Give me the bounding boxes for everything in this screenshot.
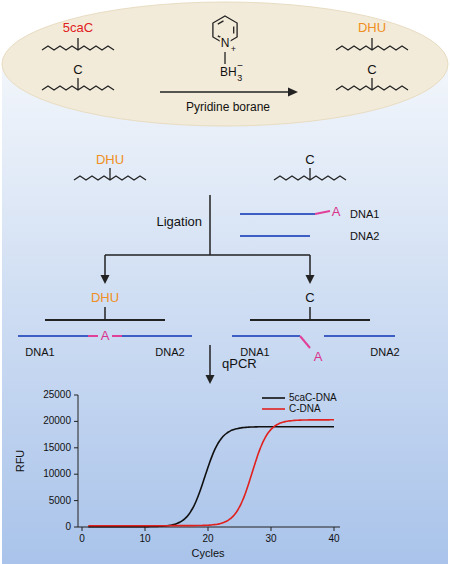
base-label: C (367, 63, 376, 78)
dna-strand (74, 168, 146, 180)
arrow-head (206, 375, 215, 384)
reagent-label: Pyridine borane (186, 101, 270, 115)
subscript-label: 3 (237, 73, 242, 83)
template-strand (250, 319, 370, 321)
amplification-curve (88, 420, 334, 526)
strand-label: DNA2 (370, 346, 399, 359)
tick-label: 20 (202, 533, 213, 545)
a-link (88, 335, 98, 337)
pyridine-borane-structure (213, 16, 237, 64)
modification-label: DHU (91, 291, 119, 306)
legend-line (262, 397, 285, 399)
qpcr-arrow (206, 345, 215, 384)
modification-label: 5caC (63, 21, 93, 36)
a-link (112, 335, 122, 337)
x-ticks (82, 527, 334, 531)
step-label: Ligation (156, 215, 202, 230)
tick-label: 30 (265, 533, 276, 545)
a-overhang (315, 211, 330, 214)
arrow-shaft (160, 91, 290, 93)
dna-strand (336, 38, 408, 50)
tick-label: 5000 (49, 495, 71, 507)
legend-line (262, 408, 285, 410)
n-b-bond (224, 52, 225, 64)
base-label: C (73, 63, 82, 78)
arrow-head (288, 88, 298, 97)
arrow-head (306, 275, 315, 284)
dna-strand (274, 168, 346, 180)
tick-label: 25000 (43, 389, 71, 401)
atom-label: BH (220, 66, 237, 80)
amplification-curve (88, 427, 334, 527)
charge-label: − (237, 60, 243, 72)
tick-label: 0 (79, 533, 85, 545)
tick-label: 0 (65, 521, 71, 533)
base-label: A (332, 205, 341, 220)
base-label: A (314, 350, 323, 365)
chart-axes (74, 395, 340, 531)
dna-strands (42, 38, 408, 180)
arrow-shaft (209, 345, 211, 376)
tick-label: 10 (139, 533, 150, 545)
dna2-strand (324, 335, 395, 337)
modification-label: DHU (96, 153, 124, 168)
arrow-head (101, 275, 110, 284)
legend-label: 5caC-DNA (289, 392, 337, 404)
dna1-strand (18, 335, 88, 337)
y-axis (78, 395, 79, 527)
modification-label: DHU (358, 21, 386, 36)
reaction-arrow (160, 88, 298, 97)
template-tick (309, 307, 311, 320)
dna1-strand (232, 335, 300, 337)
legend-samples (262, 398, 285, 409)
base-label: C (305, 291, 314, 306)
probe-strands (240, 211, 330, 236)
charge-label: + (231, 44, 236, 54)
template-tick (104, 307, 106, 320)
dna-strand (42, 38, 114, 50)
cylinder-body (2, 64, 448, 564)
legend-label: C-DNA (289, 403, 321, 415)
strand-label: DNA1 (25, 346, 54, 359)
branch-line (105, 195, 310, 276)
tick-label: 40 (328, 533, 339, 545)
a-mismatch (300, 336, 310, 348)
dna-strand (42, 78, 114, 90)
base-label: C (305, 153, 314, 168)
strand-label: DNA1 (350, 208, 379, 221)
dna1-strand (240, 213, 315, 215)
strand-label: DNA2 (350, 230, 379, 243)
tick-label: 10000 (43, 468, 71, 480)
tick-label: 15000 (43, 442, 71, 454)
template-strand (45, 319, 165, 321)
dna2-strand (122, 335, 192, 337)
strand-label: DNA2 (155, 346, 184, 359)
axis-title: Cycles (191, 547, 224, 560)
atom-label: N (220, 37, 231, 51)
base-label: A (101, 329, 110, 344)
unligated-product (232, 307, 395, 348)
step-label: qPCR (222, 357, 257, 372)
amplification-curves (88, 420, 334, 527)
cylinder-top (2, 2, 448, 126)
axis-title: RFU (14, 450, 27, 473)
tick-label: 20000 (43, 416, 71, 428)
dna2-strand (240, 235, 310, 237)
ligation-branch (105, 195, 310, 276)
dna-strand (336, 78, 408, 90)
y-ticks (74, 395, 78, 527)
